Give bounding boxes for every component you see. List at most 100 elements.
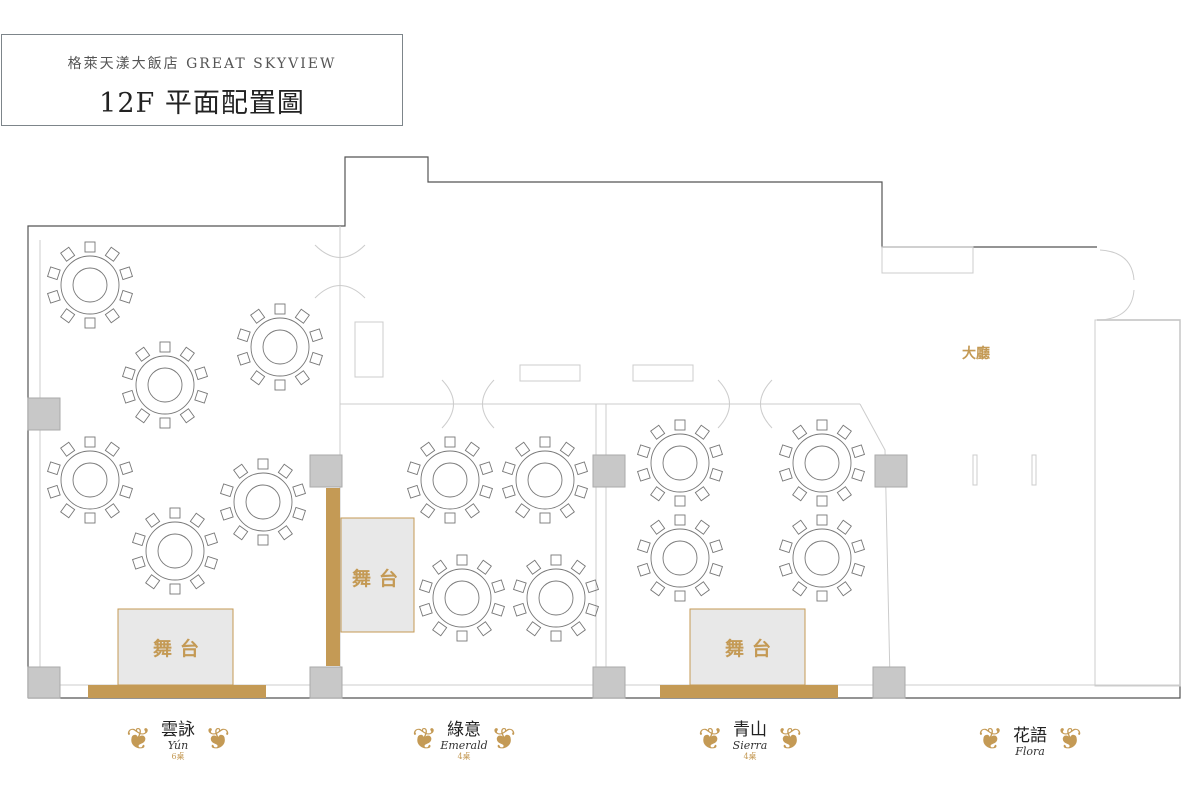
chair [851,562,866,577]
chair [432,559,448,575]
chair [204,555,219,570]
chair [119,289,134,304]
chair [792,486,808,502]
room-yun[interactable]: ❦ 雲詠 Yún 6桌 ❦ [118,720,238,762]
chair [292,506,307,521]
columns [27,397,908,699]
chair [526,621,542,637]
chair [694,424,710,440]
chair [585,602,600,617]
banquet-table [778,419,866,507]
chair [816,590,828,602]
laurel-left-icon: ❦ [978,722,1004,757]
laurel-left-icon: ❦ [698,722,724,757]
chair [674,514,686,526]
laurel-left-icon: ❦ [412,722,438,757]
room-sierra[interactable]: ❦ 青山 Sierra 4桌 ❦ [690,720,810,762]
room-name-en: Flora [1015,745,1045,758]
chair [650,486,666,502]
chair [636,539,651,554]
chair [650,424,666,440]
chair [236,328,251,343]
chair [836,581,852,597]
room-name-en: Emerald [440,739,488,752]
chair [257,534,269,546]
chair [119,266,134,281]
chair [550,554,562,566]
chair [179,408,195,424]
chair [456,554,468,566]
chair [84,317,96,329]
chair [444,436,456,448]
chair [836,424,852,440]
chair [550,630,562,642]
chair [104,441,120,457]
stage-label-sierra: 舞台 [725,638,780,660]
chair [674,419,686,431]
chair [294,370,310,386]
chair [501,461,516,476]
chair [46,289,61,304]
room-name-en: Sierra [732,739,768,752]
chair [135,346,151,362]
stage-label-emerald: 舞台 [352,568,407,590]
chair [60,503,76,519]
chair [539,512,551,524]
chair [778,562,793,577]
chair [46,484,61,499]
chair [189,512,205,528]
chair [406,461,421,476]
hotel-name: 格萊天漾大飯店 GREAT SKYVIEW [67,56,337,72]
room-name-zh: 綠意 [447,720,481,740]
chair [131,532,146,547]
laurel-right-icon: ❦ [490,722,516,757]
chair [84,512,96,524]
chair [559,441,575,457]
chair [570,559,586,575]
chair [250,308,266,324]
chair [636,444,651,459]
chair [456,630,468,642]
chair [559,503,575,519]
chair [674,495,686,507]
table-count: 6桌 [171,752,185,761]
chair [189,574,205,590]
chair [274,303,286,315]
chair [257,458,269,470]
chair [418,579,433,594]
chair [46,461,61,476]
banquet-table [46,436,134,524]
chair [121,389,136,404]
floor-title: 12F 平面配置圖 [99,88,305,119]
chair [236,351,251,366]
laurel-right-icon: ❦ [204,722,230,757]
table-count: 4桌 [743,752,757,761]
banquet-table [501,436,589,524]
chair [479,461,494,476]
chair [491,602,506,617]
chair [851,539,866,554]
chair [121,366,136,381]
chair [650,519,666,535]
inner-walls [39,226,1181,687]
room-emerald[interactable]: ❦ 綠意 Emerald 4桌 ❦ [404,720,524,762]
chair [709,467,724,482]
chair [292,483,307,498]
chair [104,503,120,519]
laurel-left-icon: ❦ [126,722,152,757]
stages [88,488,838,698]
chair [420,503,436,519]
room-flora[interactable]: ❦ 花語 Flora ❦ [970,720,1090,758]
chair [60,246,76,262]
chair [119,484,134,499]
chair [131,555,146,570]
chair [574,461,589,476]
chair [778,467,793,482]
chair [512,602,527,617]
chair [464,503,480,519]
chair [512,579,527,594]
chair [674,590,686,602]
banquet-table [219,458,307,546]
chair [574,484,589,499]
